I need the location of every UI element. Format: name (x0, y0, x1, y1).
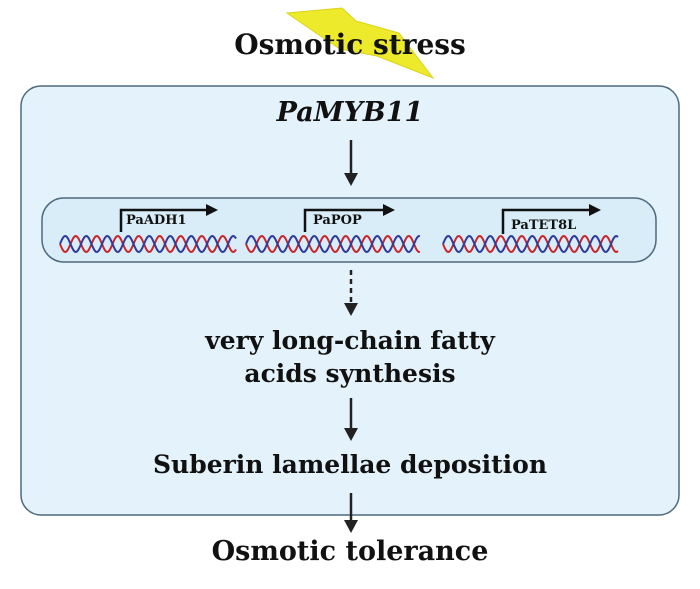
promoter-arrowhead-2 (383, 204, 395, 216)
vlcfa-synthesis-label: very long-chain fatty acids synthesis (0, 324, 700, 390)
suberin-deposition-label: Suberin lamellae deposition (152, 450, 548, 479)
promoter-arrowhead-1 (206, 204, 218, 216)
target-gene-label-2: PaPOP (313, 213, 362, 228)
target-gene-label-1: PaADH1 (126, 213, 187, 228)
dna-strand-1-b (59, 234, 237, 254)
arrowhead-3 (344, 428, 358, 441)
regulator-gene-label: PaMYB11 (276, 97, 424, 128)
dna-strand-3-a (442, 234, 619, 254)
arrowhead-2 (344, 303, 358, 316)
promoter-arrow-3 (501, 208, 589, 234)
osmotic-tolerance-label: Osmotic tolerance (211, 536, 489, 567)
dna-strand-2-b (245, 234, 421, 254)
dna-helices (59, 234, 619, 254)
target-gene-label-3: PaTET8L (511, 218, 577, 233)
vlcfa-line-1: very long-chain fatty (205, 326, 495, 355)
arrowhead-1 (344, 173, 358, 186)
arrowhead-4 (344, 520, 358, 533)
dna-strand-2-a (245, 234, 421, 254)
stress-label: Osmotic stress (234, 28, 466, 61)
vlcfa-line-2: acids synthesis (244, 359, 456, 388)
promoter-arrow-1 (119, 208, 206, 232)
promoter-arrow-2 (303, 208, 383, 232)
promoter-arrowhead-3 (589, 204, 601, 216)
lightning-icon (285, 7, 435, 80)
dna-strand-3-b (442, 234, 619, 254)
